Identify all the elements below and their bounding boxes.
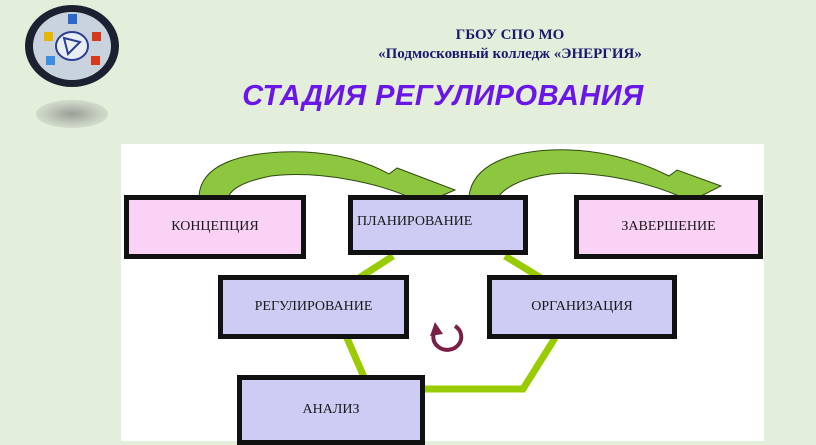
cycle-rotation-icon xyxy=(430,322,464,352)
stage-concept-label: КОНЦЕПЦИЯ xyxy=(171,219,259,234)
stage-organization-label: ОРГАНИЗАЦИЯ xyxy=(531,299,633,314)
stage-completion-label: ЗАВЕРШЕНИЕ xyxy=(621,219,716,234)
stage-regulation-label: РЕГУЛИРОВАНИЕ xyxy=(254,299,373,314)
stage-planning-label: ПЛАНИРОВАНИЕ xyxy=(357,214,473,229)
org-name-line1: ГБОУ СПО МО xyxy=(455,27,565,43)
stage-concept: КОНЦЕПЦИЯ xyxy=(124,195,306,259)
logo-shadow xyxy=(36,100,108,128)
college-logo xyxy=(24,4,120,88)
curved-arrow-planning-to-completion xyxy=(468,149,723,207)
stage-analysis-label: АНАЛИЗ xyxy=(302,402,360,417)
stage-regulation: РЕГУЛИРОВАНИЕ xyxy=(218,275,409,339)
slide-title: СТАДИЯ РЕГУЛИРОВАНИЯ xyxy=(242,80,644,112)
stage-analysis: АНАЛИЗ xyxy=(237,375,425,445)
stage-completion: ЗАВЕРШЕНИЕ xyxy=(574,195,763,259)
org-name-line2: «Подмосковный колледж «ЭНЕРГИЯ» xyxy=(378,46,642,62)
curved-arrow-concept-to-planning xyxy=(198,151,457,209)
stage-planning: ПЛАНИРОВАНИЕ xyxy=(348,195,528,255)
stages-diagram: КОНЦЕПЦИЯ ПЛАНИРОВАНИЕ ЗАВЕРШЕНИЕ РЕГУЛИ… xyxy=(121,144,764,445)
stage-organization: ОРГАНИЗАЦИЯ xyxy=(487,275,677,339)
